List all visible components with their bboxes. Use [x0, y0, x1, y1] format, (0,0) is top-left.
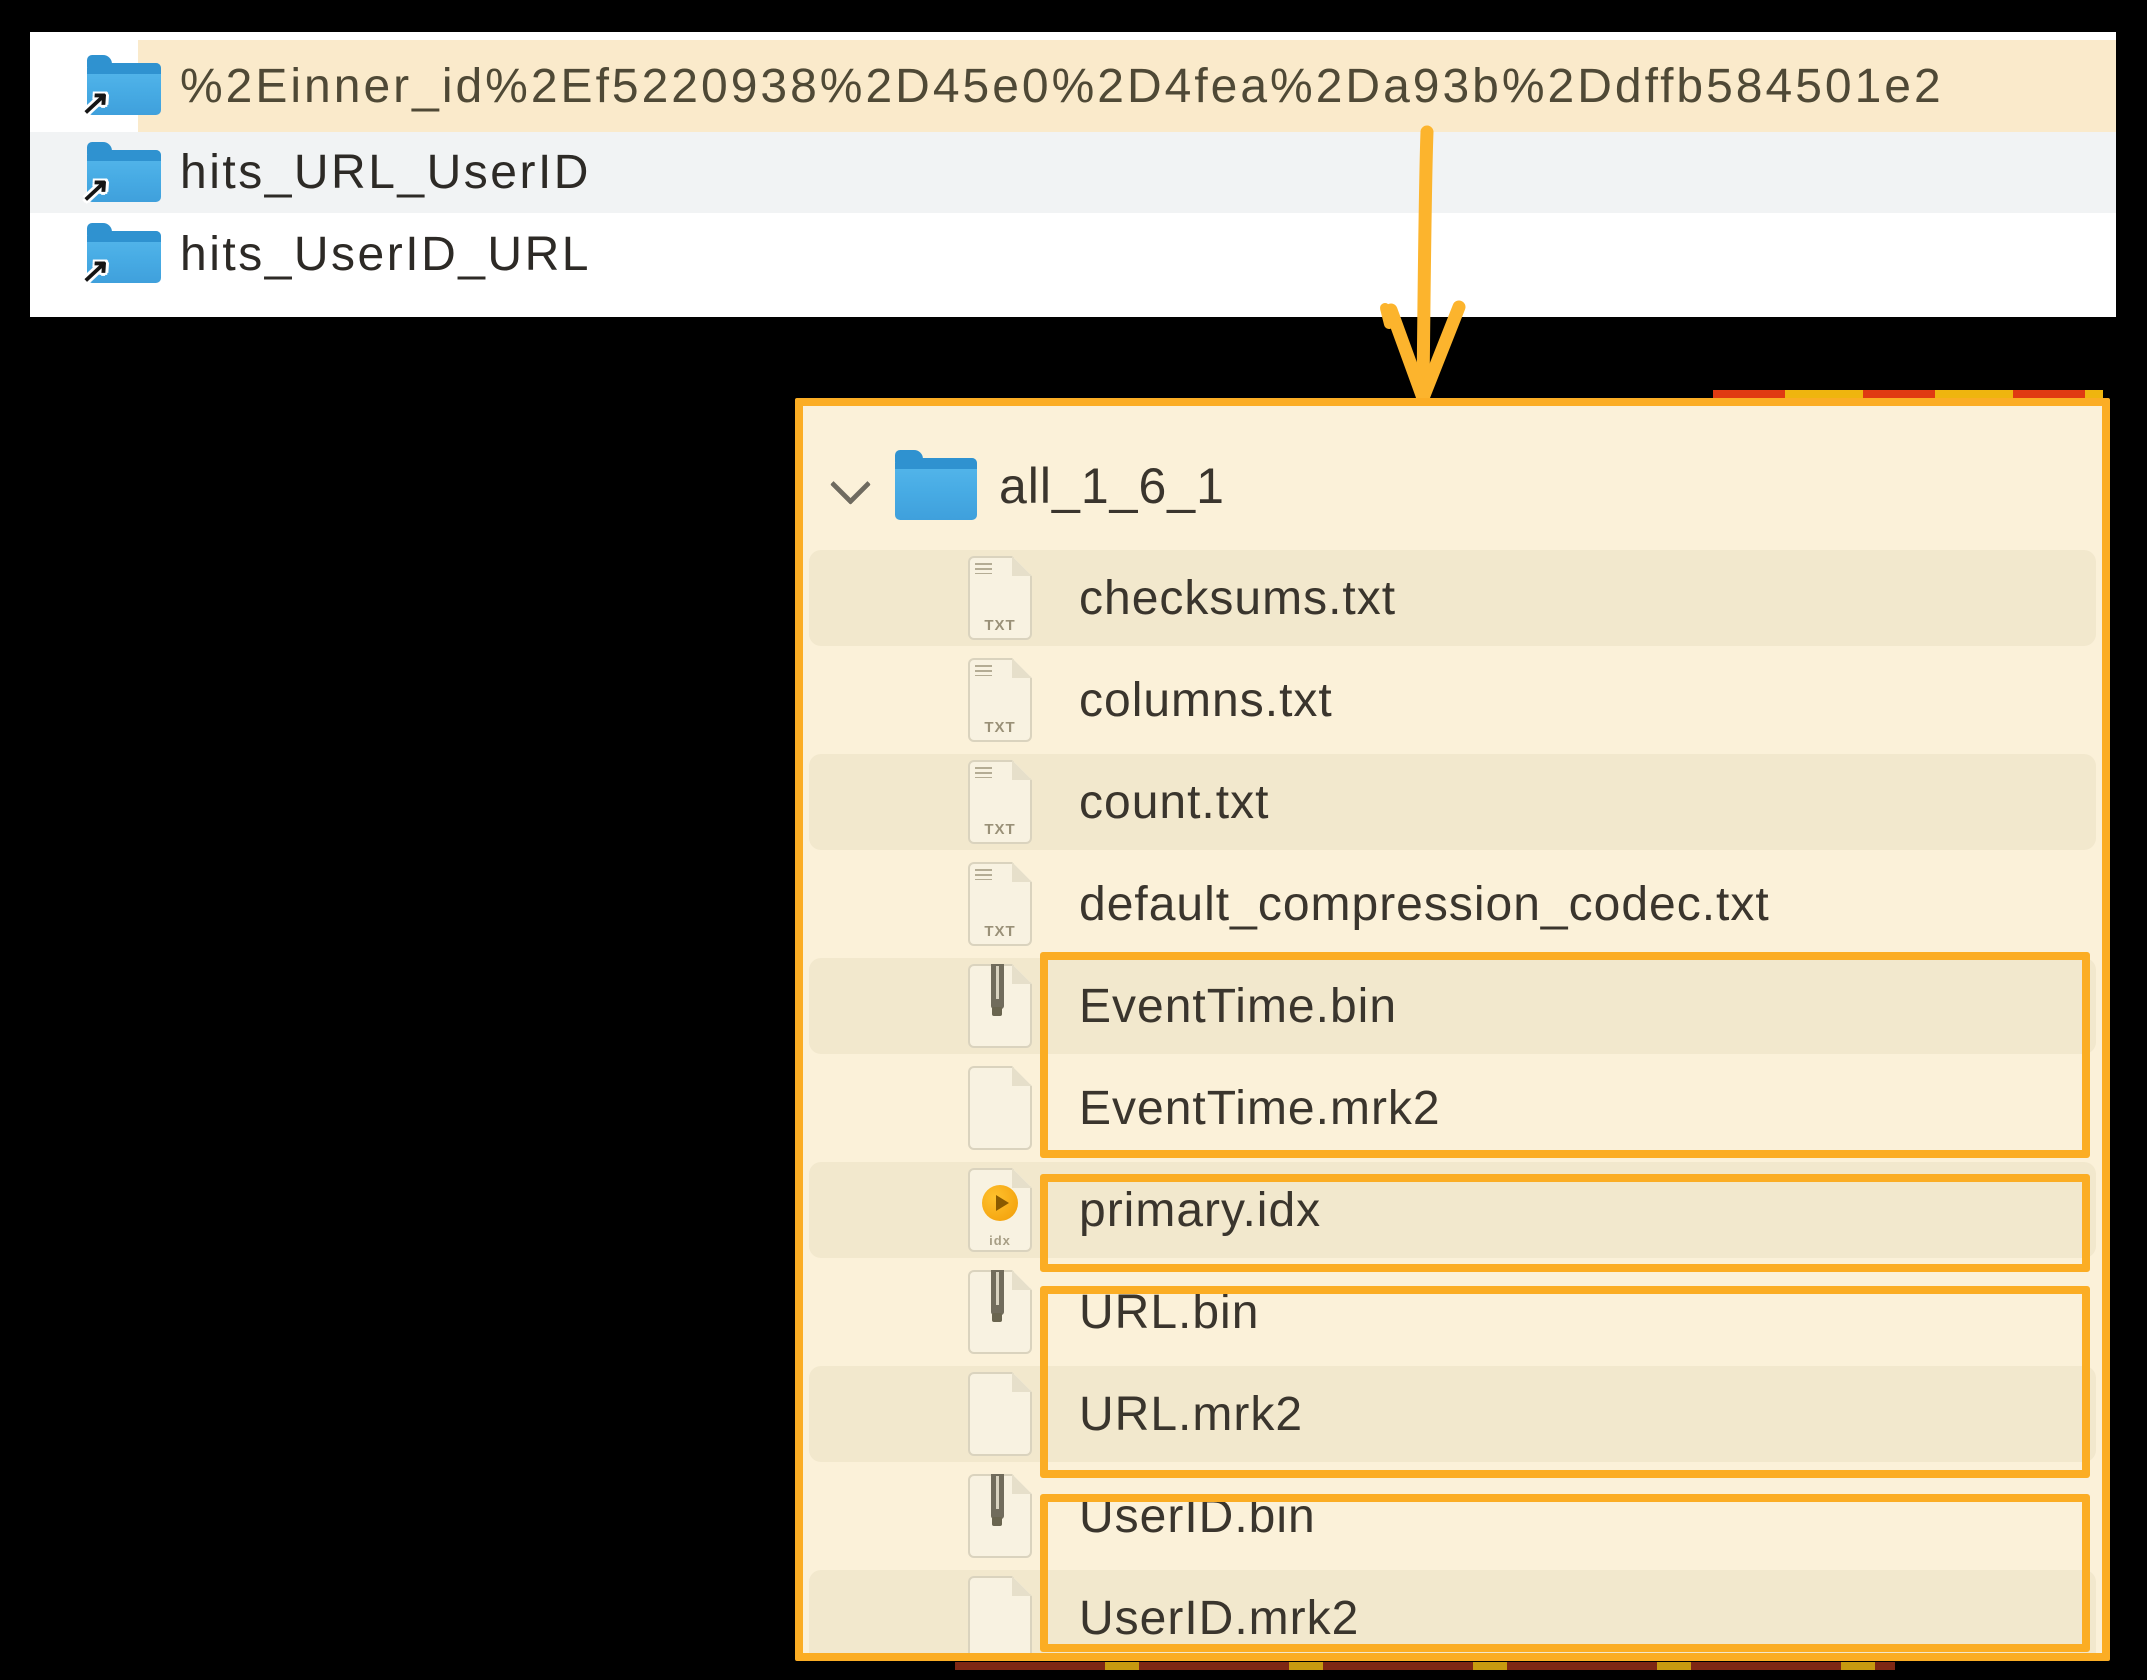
folder-icon [87, 141, 161, 202]
bin-file-icon [968, 964, 1032, 1048]
bin-file-icon [968, 1474, 1032, 1558]
red-highlight-sliver-top [1713, 390, 2103, 398]
mrk2-file-icon [968, 1066, 1032, 1150]
file-row-inner-id[interactable]: ↗ %2Einner_id%2Ef5220938%2D45e0%2D4fea%2… [30, 40, 2116, 132]
annotation-box-eventtime [1040, 952, 2090, 1158]
file-name: EventTime.mrk2 [1079, 1081, 1441, 1135]
file-name: %2Einner_id%2Ef5220938%2D45e0%2D4fea%2Da… [180, 59, 1944, 113]
annotation-arrow-icon [1380, 125, 1466, 405]
red-highlight-sliver-bottom [955, 1662, 1895, 1670]
mrk2-file-icon [968, 1372, 1032, 1456]
top-file-list: ↗ %2Einner_id%2Ef5220938%2D45e0%2D4fea%2… [30, 32, 2116, 317]
file-name: count.txt [1079, 775, 1270, 829]
file-name: EventTime.bin [1079, 979, 1398, 1033]
folder-name: all_1_6_1 [999, 458, 1225, 514]
file-name: URL.mrk2 [1079, 1387, 1304, 1441]
folder-shape [895, 450, 977, 520]
file-row-hits-userid-url[interactable]: ↗ hits_UserID_URL [30, 213, 2116, 295]
file-name: hits_URL_UserID [180, 146, 591, 199]
folder-icon [87, 223, 161, 283]
tree-row[interactable]: EventTime.bin [803, 958, 2102, 1054]
tree-row[interactable]: TXT count.txt [803, 754, 2102, 850]
file-name: URL.bin [1079, 1285, 1260, 1339]
annotation-box-primary-idx [1040, 1174, 2090, 1272]
file-name: columns.txt [1079, 673, 1333, 727]
folder-alias-icon: ↗ [80, 55, 161, 122]
alias-arrow-icon: ↗ [79, 84, 111, 122]
alias-arrow-icon: ↗ [79, 252, 111, 290]
txt-file-icon: TXT [968, 760, 1032, 844]
txt-file-icon: TXT [968, 658, 1032, 742]
tree-row[interactable]: UserID.mrk2 [803, 1570, 2102, 1653]
file-name: hits_UserID_URL [180, 227, 591, 281]
file-rows: TXT checksums.txt TXT columns.txt TXT co… [803, 550, 2102, 1653]
txt-file-icon: TXT [968, 556, 1032, 640]
tree-row[interactable]: URL.bin [803, 1264, 2102, 1360]
file-name: default_compression_codec.txt [1079, 877, 1770, 931]
annotation-box-userid [1040, 1494, 2090, 1652]
part-folder-panel: all_1_6_1 TXT checksums.txt TXT columns.… [795, 398, 2110, 1661]
txt-file-icon: TXT [968, 862, 1032, 946]
file-name: primary.idx [1079, 1183, 1322, 1237]
highlight-overlay [138, 40, 2116, 132]
alias-arrow-icon: ↗ [79, 170, 111, 209]
tree-row[interactable]: TXT checksums.txt [803, 550, 2102, 646]
folder-alias-icon: ↗ [80, 223, 161, 290]
chevron-down-icon[interactable] [829, 463, 872, 506]
annotation-box-url [1040, 1286, 2090, 1478]
idx-file-icon: idx [968, 1168, 1032, 1252]
file-row-hits-url-userid[interactable]: ↗ hits_URL_UserID [30, 132, 2116, 213]
folder-icon [895, 442, 977, 520]
bin-file-icon [968, 1270, 1032, 1354]
tree-row[interactable]: TXT default_compression_codec.txt [803, 856, 2102, 952]
file-name: UserID.mrk2 [1079, 1591, 1360, 1645]
tree-row[interactable]: URL.mrk2 [803, 1366, 2102, 1462]
folder-alias-icon: ↗ [80, 141, 161, 209]
mrk2-file-icon [968, 1576, 1032, 1653]
tree-row-root-folder[interactable]: all_1_6_1 [803, 436, 2102, 536]
tree-row[interactable]: EventTime.mrk2 [803, 1060, 2102, 1156]
tree-row[interactable]: TXT columns.txt [803, 652, 2102, 748]
file-name: checksums.txt [1079, 571, 1397, 625]
folder-icon [87, 55, 161, 115]
